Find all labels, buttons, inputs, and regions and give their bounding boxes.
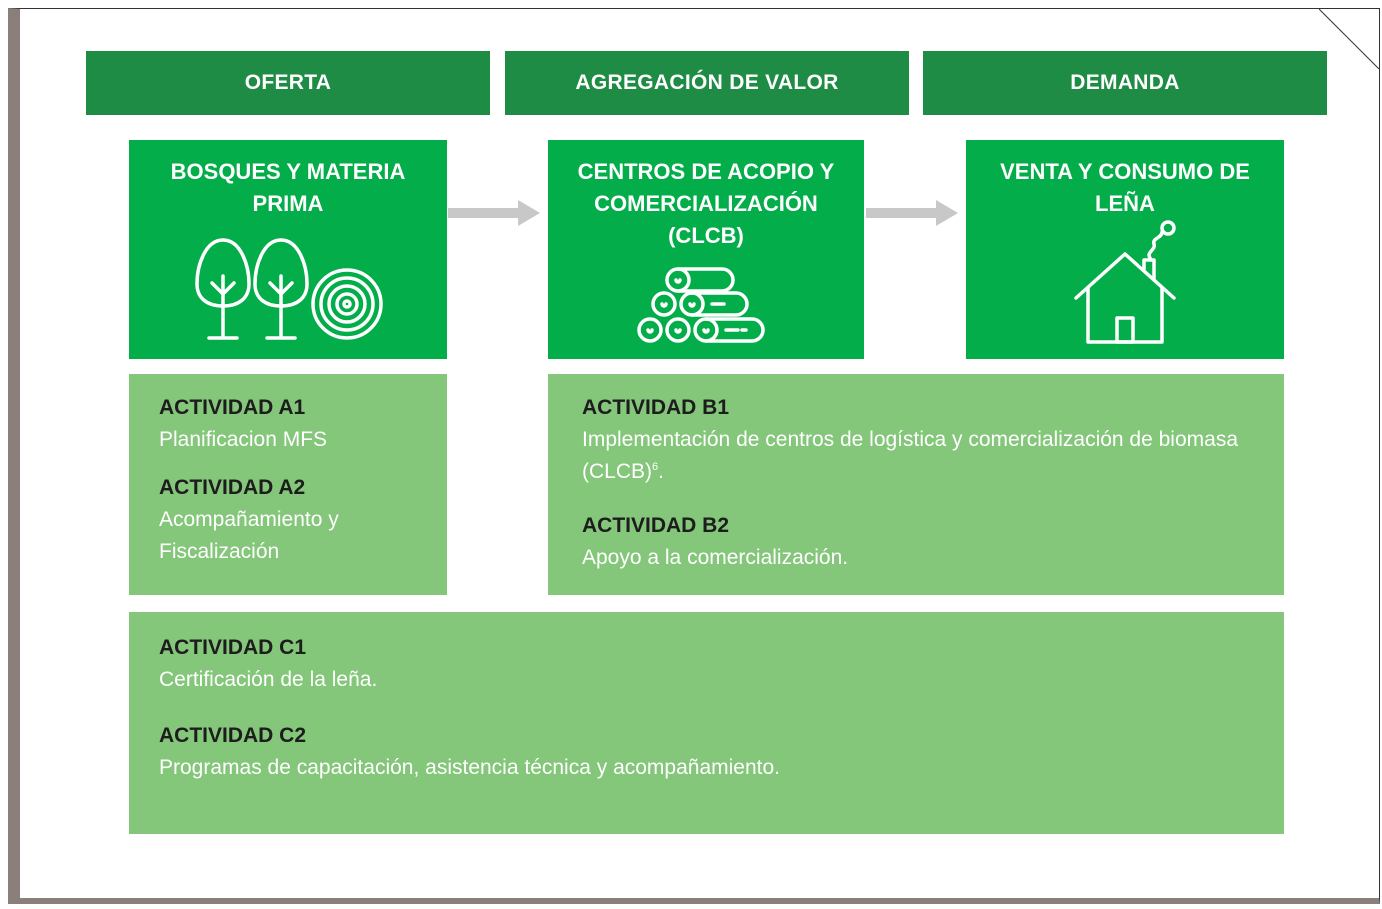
activity-desc: Programas de capacitación, asistencia té… [159,756,780,779]
trees-and-log-icon [195,238,383,340]
activity-desc-end: . [658,460,664,483]
stage-title: CENTROS DE ACOPIO Y COMERCIALIZACIÓN (CL… [577,159,835,248]
activity-b2: ACTIVIDAD B2 Apoyo a la comercialización… [582,510,1254,574]
activity-b1: ACTIVIDAD B1 Implementación de centros d… [582,392,1254,488]
header-oferta: OFERTA [86,51,490,115]
figure-frame [8,8,1380,904]
flow-arrow-1 [448,200,540,226]
stage-venta-consumo: VENTA Y CONSUMO DE LEÑA [966,140,1284,359]
activity-box-b: ACTIVIDAD B1 Implementación de centros d… [548,374,1284,595]
stage-centros-acopio: CENTROS DE ACOPIO Y COMERCIALIZACIÓN (CL… [548,140,864,359]
activity-label: ACTIVIDAD B1 [582,396,730,419]
house-with-chimney-icon [1074,220,1176,344]
activity-label: ACTIVIDAD C2 [159,724,307,747]
header-agregacion-de-valor: AGREGACIÓN DE VALOR [505,51,909,115]
activity-desc-text: Implementación de centros de logística y… [582,428,1238,483]
activity-desc: Planificacion MFS [159,428,328,451]
activity-c2: ACTIVIDAD C2 Programas de capacitación, … [159,720,1254,784]
activity-a2: ACTIVIDAD A2 Acompañamiento y Fiscalizac… [159,472,417,568]
stage-title: VENTA Y CONSUMO DE LEÑA [1000,159,1250,216]
footnote-marker: 6 [652,461,659,473]
activity-desc: Implementación de centros de logística y… [582,424,1254,488]
activity-label: ACTIVIDAD B2 [582,514,730,537]
page-corner-fold [1319,9,1379,69]
activity-a1: ACTIVIDAD A1 Planificacion MFS [159,392,417,456]
header-demanda: DEMANDA [923,51,1327,115]
activity-desc: Acompañamiento y Fiscalización [159,508,339,563]
log-pile-icon [637,267,765,343]
activity-box-a: ACTIVIDAD A1 Planificacion MFS ACTIVIDAD… [129,374,447,595]
activity-desc: Certificación de la leña. [159,668,378,691]
activity-box-c: ACTIVIDAD C1 Certificación de la leña. A… [129,612,1284,834]
activity-desc: Apoyo a la comercialización. [582,546,849,569]
activity-label: ACTIVIDAD A1 [159,396,306,419]
stage-bosques: BOSQUES Y MATERIA PRIMA [129,140,447,359]
activity-label: ACTIVIDAD A2 [159,476,306,499]
stage-title: BOSQUES Y MATERIA PRIMA [170,159,406,216]
activity-c1: ACTIVIDAD C1 Certificación de la leña. [159,632,1254,696]
flow-arrow-2 [866,200,958,226]
activity-label: ACTIVIDAD C1 [159,636,307,659]
